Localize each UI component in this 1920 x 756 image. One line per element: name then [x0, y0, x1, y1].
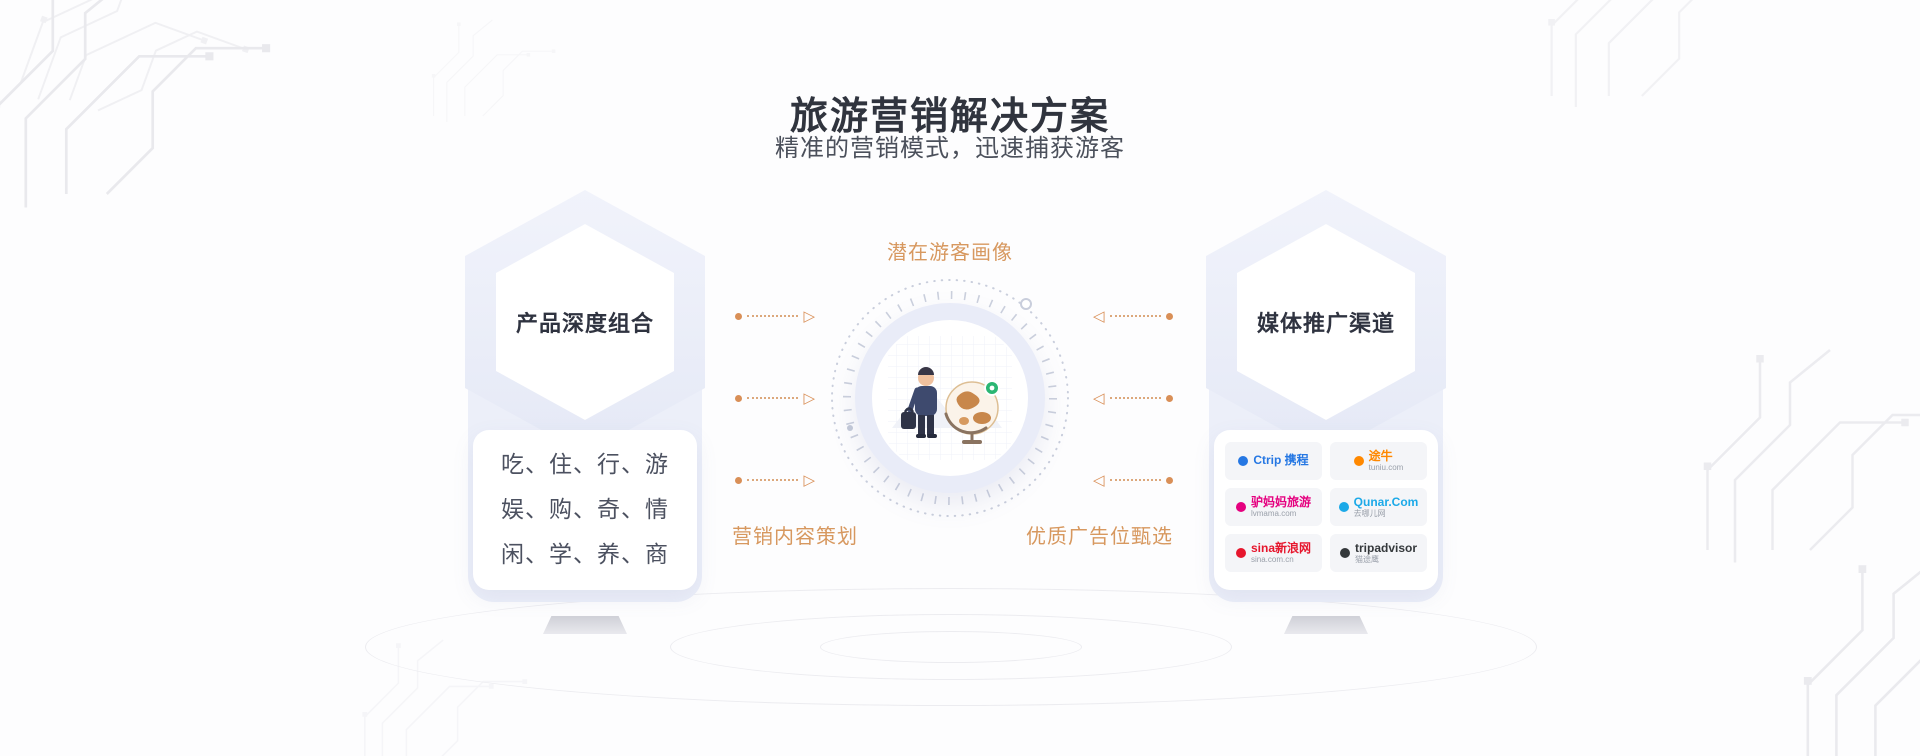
hexagon-badge: 产品深度组合 [496, 224, 674, 420]
flow-arrow-left-2: ▷ [735, 390, 815, 406]
ctrip-logo[interactable]: Ctrip 携程 [1225, 442, 1322, 480]
page-title: 旅游营销解决方案 [789, 96, 1110, 139]
logo-secondary: 去哪儿网 [1353, 509, 1386, 519]
arrow-dot [735, 476, 742, 484]
person-icon [901, 367, 937, 438]
logo-primary: sina新浪网 [1250, 540, 1311, 555]
combo-line: 吃、住、行、游 [501, 451, 669, 477]
arrow-dot [1166, 394, 1173, 402]
logo-primary: 驴妈妈旅游 [1250, 494, 1311, 509]
ad-selection-label: 优质广告位甄选 [1026, 526, 1173, 548]
product-combination-panel: 吃、住、行、游 娱、购、奇、情 闲、学、养、商 [473, 430, 697, 590]
qunar-logo-mark [1338, 502, 1349, 512]
product-combination-pillar: 产品深度组合 吃、住、行、游 娱、购、奇、情 闲、学、养、商 [465, 190, 705, 640]
ripple-ellipse-outer [365, 588, 1537, 706]
arrow-dot [1166, 476, 1173, 484]
center-illustration [830, 278, 1070, 518]
arrow-dash [1109, 315, 1161, 317]
logo-secondary: sina.com.cn [1250, 555, 1294, 565]
arrow-right-icon: ▷ [803, 471, 815, 489]
sina-logo-mark [1235, 548, 1246, 558]
ctrip-logo-mark [1238, 456, 1249, 466]
logo-secondary: tuniu.com [1368, 463, 1404, 473]
flow-arrow-left-3: ▷ [735, 472, 815, 488]
pillar-pedestal [1284, 616, 1368, 634]
tripadvisor-logo-mark [1339, 548, 1350, 558]
dial-rings [831, 279, 1069, 517]
tuniu-logo-mark [1353, 456, 1364, 466]
arrow-dot [735, 394, 742, 402]
arrow-dot [735, 312, 742, 320]
flow-arrow-right-3: ◁ [1093, 472, 1173, 488]
globe-icon [944, 380, 1000, 444]
logo-primary: Ctrip 携程 [1253, 453, 1309, 468]
arrow-dash [747, 315, 799, 317]
ripple-ellipse-middle [670, 614, 1232, 680]
page-subtitle: 精准的营销模式，迅速捕获游客 [775, 135, 1125, 162]
arrow-dash [747, 397, 799, 399]
flow-arrow-left-1: ▷ [735, 308, 815, 324]
content-planning-label: 营销内容策划 [732, 526, 858, 548]
product-combination-list: 吃、住、行、游 娱、购、奇、情 闲、学、养、商 [473, 430, 697, 577]
arrow-right-icon: ▷ [803, 389, 815, 407]
logo-primary: Qunar.Com [1353, 494, 1419, 509]
arrow-left-icon: ◁ [1093, 307, 1105, 325]
pillar-pedestal [543, 616, 627, 634]
logo-primary: 途牛 [1368, 448, 1393, 463]
arrow-dash [1109, 479, 1161, 481]
ripple-ellipse-inner [820, 631, 1082, 663]
arrow-left-icon: ◁ [1093, 389, 1105, 407]
arrow-dash [1109, 397, 1161, 399]
pillar-title: 产品深度组合 [515, 311, 654, 336]
flow-arrow-right-1: ◁ [1093, 308, 1173, 324]
tourist-profile-label: 潜在游客画像 [887, 242, 1013, 264]
combo-line: 闲、学、养、商 [501, 541, 669, 567]
flow-arrow-right-2: ◁ [1093, 390, 1173, 406]
arrow-dash [747, 479, 799, 481]
lvmama-logo-mark [1235, 502, 1246, 512]
arrow-left-icon: ◁ [1093, 471, 1105, 489]
logo-secondary: lvmama.com [1250, 509, 1297, 519]
combo-line: 娱、购、奇、情 [501, 496, 669, 522]
luggage-icon [901, 412, 916, 429]
logo-primary: tripadvisor [1354, 540, 1417, 555]
arrow-right-icon: ▷ [803, 307, 815, 325]
pillar-title: 媒体推广渠道 [1256, 311, 1395, 336]
arrow-dot [1166, 312, 1173, 320]
traveler-globe-illustration [874, 322, 1026, 474]
logo-secondary: 猫途鹰 [1354, 555, 1379, 565]
